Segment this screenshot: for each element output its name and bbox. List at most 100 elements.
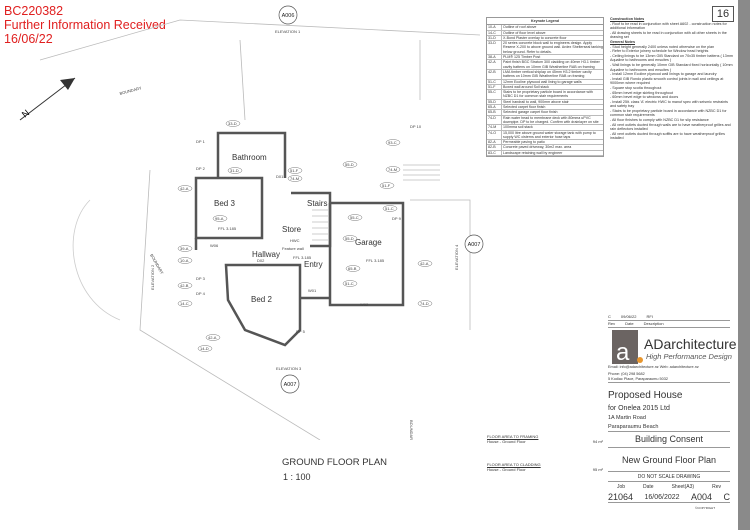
room-bed3: Bed 3 — [214, 199, 235, 208]
keynote-code: 42-B — [488, 69, 496, 74]
plan-title: GROUND FLOOR PLAN — [282, 457, 388, 468]
keynote-text: Outline of floor level above — [501, 30, 603, 35]
framing-area-value: 94 m² — [592, 439, 603, 444]
keynote-tag: 14-D — [200, 346, 209, 351]
keynote-code: 38-A — [488, 55, 496, 60]
rev-description: RFI — [646, 314, 653, 319]
company-tagline: High Performance Design — [646, 352, 732, 361]
keynote-row: 55-C Stairs to be proprietary particle bo… — [487, 90, 603, 100]
general-note: - Wall linings to be generally 10mm GIB … — [610, 62, 733, 72]
tag-bubble — [345, 265, 361, 272]
tag-bubble — [225, 120, 241, 127]
keynote-text: Paint finish BGC Stratum 300 cladding on… — [501, 60, 603, 69]
keynote-tag: W02 — [360, 302, 369, 307]
stamp-ref: BC220382 — [4, 4, 64, 18]
tag-bubble — [417, 260, 433, 267]
tag-bubble — [177, 300, 193, 307]
note-line: - Roof to be read in conjunction with sh… — [610, 21, 727, 31]
keynote-tag: W01 — [308, 288, 317, 293]
keynote-row: 82-B Concrete paved driveway, 30m2 max. a… — [487, 145, 603, 151]
consent-stamp: BC220382 Further Information Received 16… — [4, 4, 166, 46]
keynote-tag: 74-M — [290, 176, 299, 181]
keynote-text: Landscape retaining wall by engineer — [501, 150, 603, 156]
keynote-tag: 95-A — [215, 216, 224, 221]
keynote-code: 55-C — [488, 90, 496, 95]
general-note: - All vent outlets ducted through soffit… — [610, 131, 725, 141]
copyright: ©COPYRIGHT — [695, 506, 716, 510]
keynote-text: 15,000 litre above ground water storage … — [501, 130, 603, 140]
keynote-text: Steel handrail to wall, 900mm above stai… — [501, 99, 603, 105]
page-edge — [738, 0, 750, 530]
room-hallway: Hallway — [252, 250, 280, 259]
keynote-text: PLM® 125 Timber Post — [501, 55, 603, 60]
boundary-label-3: BOUNDARY — [409, 420, 414, 440]
tag-bubble — [417, 300, 433, 307]
cladding-area-label: House - Ground Floor — [487, 467, 526, 472]
tag-bubble — [212, 215, 228, 222]
general-notes-title: General Notes — [610, 39, 636, 44]
floor-area-schedule: FLOOR AREA TO FRAMING House - Ground Flo… — [487, 434, 603, 472]
keynote-text: Permeable paving to patio — [501, 140, 603, 145]
keynote-row: 38-A PLM® 125 Timber Post — [487, 55, 603, 61]
scale-warning: DO NOT SCALE DRAWING — [608, 474, 730, 482]
floor-plan-drawing: N BOUNDARY BOUNDARY BOUNDARY Bathroom Be… — [19, 5, 484, 440]
keynote-row: 42-A Paint finish BGC Stratum 300 claddin… — [487, 60, 603, 70]
keynote-tag: 51-F — [382, 183, 391, 188]
rev-date: 09/06/22 — [620, 314, 637, 319]
elevation-2-label: ELEVATION 2 — [150, 264, 155, 290]
keynote-row: 55-D Steel handrail to wall, 900mm above … — [487, 99, 603, 106]
tag-bubble — [382, 205, 398, 212]
room-hwc: HWC — [290, 238, 300, 243]
stairs — [312, 164, 440, 241]
date-header: Date — [625, 321, 634, 326]
keynote-text: Boxed wall around Soil stack — [501, 84, 603, 90]
construction-notes-title: Construction Notes — [610, 17, 645, 21]
site-address-2: Paraparaumu Beach — [608, 424, 730, 432]
keynote-code: 82-B — [488, 145, 496, 150]
tag-bubble — [287, 175, 303, 182]
company-phone: Phone: (04) 298 5682 — [608, 372, 645, 376]
job-number: 21064 — [608, 492, 634, 502]
boundary-label-1: BOUNDARY — [119, 85, 142, 96]
tag-bubble — [197, 345, 213, 352]
keynote-tag: 55-D — [345, 236, 354, 241]
keynote-tag: 51-F — [290, 168, 299, 173]
general-note: - 65mm bevel edge skirting throughout — [610, 90, 673, 95]
keynote-text: Stairs to be proprietary particle board … — [501, 90, 603, 99]
keynote-code: 65-B — [488, 110, 496, 115]
keynote-text: Concrete paved driveway, 30m2 max. area — [501, 145, 603, 150]
keynote-code: 55-D — [488, 99, 496, 104]
keynote-code: 42-A — [488, 60, 496, 65]
tag-bubble — [177, 245, 193, 252]
elevation-ref-top: A006 — [282, 13, 295, 19]
room-store: Store — [282, 225, 302, 234]
drawing-date: 16/06/2022 — [644, 494, 680, 501]
north-arrow-icon: N — [19, 77, 76, 121]
room-garage: Garage — [355, 238, 382, 247]
keynote-tag: DP 10 — [410, 124, 422, 129]
stage: Building Consent — [608, 434, 730, 448]
client-name: for Onelea 2015 Ltd — [608, 405, 670, 412]
general-note: - Refer to Exterior joinery schedule for… — [610, 49, 709, 54]
company-address: 5 Kodiac Place, Paraparaumu 5032 — [608, 377, 730, 383]
room-stairs: Stairs — [307, 199, 327, 208]
keynote-text: LMA timber vertical shiplap on 45mm H3.2… — [501, 69, 603, 79]
keynote-text: 100mma soil stack — [501, 125, 603, 130]
company-contact: Email: info@adarchitecture.nz Web: adarc… — [608, 365, 730, 383]
building-walls — [194, 131, 405, 347]
elevation-4-label: ELEVATION 4 — [454, 244, 459, 270]
keynote-text: 12mm Ecoline plywood wall lining to gara… — [501, 79, 603, 84]
keynote-text: Rain water head to membrane deck with 80… — [501, 115, 603, 125]
general-note: - All floor finishes to comply with NZBC… — [610, 118, 709, 123]
tag-bubble — [342, 235, 358, 242]
tag-bubble — [205, 334, 221, 341]
